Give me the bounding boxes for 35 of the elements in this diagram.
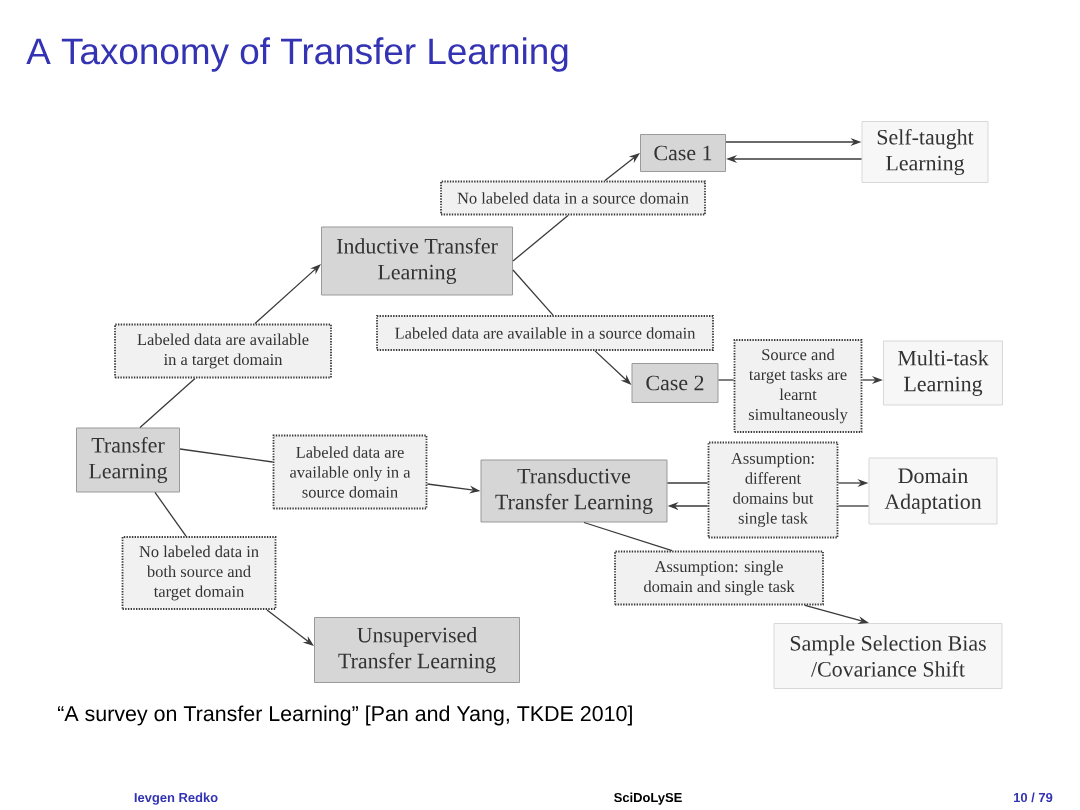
condition-box: Labeled data are available in a target domain [114,323,332,379]
slide-title: A Taxonomy of Transfer Learning [26,37,568,72]
footer-title: SciDoLySE [614,792,682,805]
connector-line [512,214,569,262]
connector-line [583,521,673,552]
outcome-box: Sample Selection Bias /Covariance Shift [773,623,1003,689]
condition-box: No labeled data in a source domain [440,180,706,216]
process-box: Transductive Transfer Learning [480,459,668,523]
connector-line [154,491,187,537]
outcome-box: Self-taught Learning [861,121,989,183]
process-box: Transfer Learning [76,427,180,493]
connector-line [179,448,274,463]
outcome-box: Domain Adaptation [868,457,998,525]
arrow [604,153,640,182]
process-box: Case 1 [640,134,726,172]
connector-line [139,377,196,429]
condition-box: Assumption: single domain and single task [614,550,824,606]
process-box: Unsupervised Transfer Learning [314,617,520,683]
page-number: 10 / 79 [1014,792,1053,803]
condition-box: Labeled data are available only in a source domain [272,434,428,510]
arrow [254,264,321,325]
condition-box: Labeled data are available in a source domain [376,315,714,351]
process-box: Case 2 [631,363,719,403]
connector-line [717,379,735,381]
footer-author: Ievgen Redko [134,792,218,805]
condition-box: No labeled data in both source and target domain [121,536,277,610]
condition-box: Source and target tasks are learnt simultaneously [733,339,863,433]
citation: “A survey on Transfer Learning” [Pan and Yang, TKDE 2010] [58,705,632,726]
condition-box: Assumption: different domains but single task [707,441,839,539]
process-box: Inductive Transfer Learning [321,226,513,296]
connector-line [512,269,554,316]
connector-line [837,505,870,507]
outcome-box: Multi-task Learning [883,340,1003,406]
connector-line [666,482,709,484]
arrow [266,609,314,646]
